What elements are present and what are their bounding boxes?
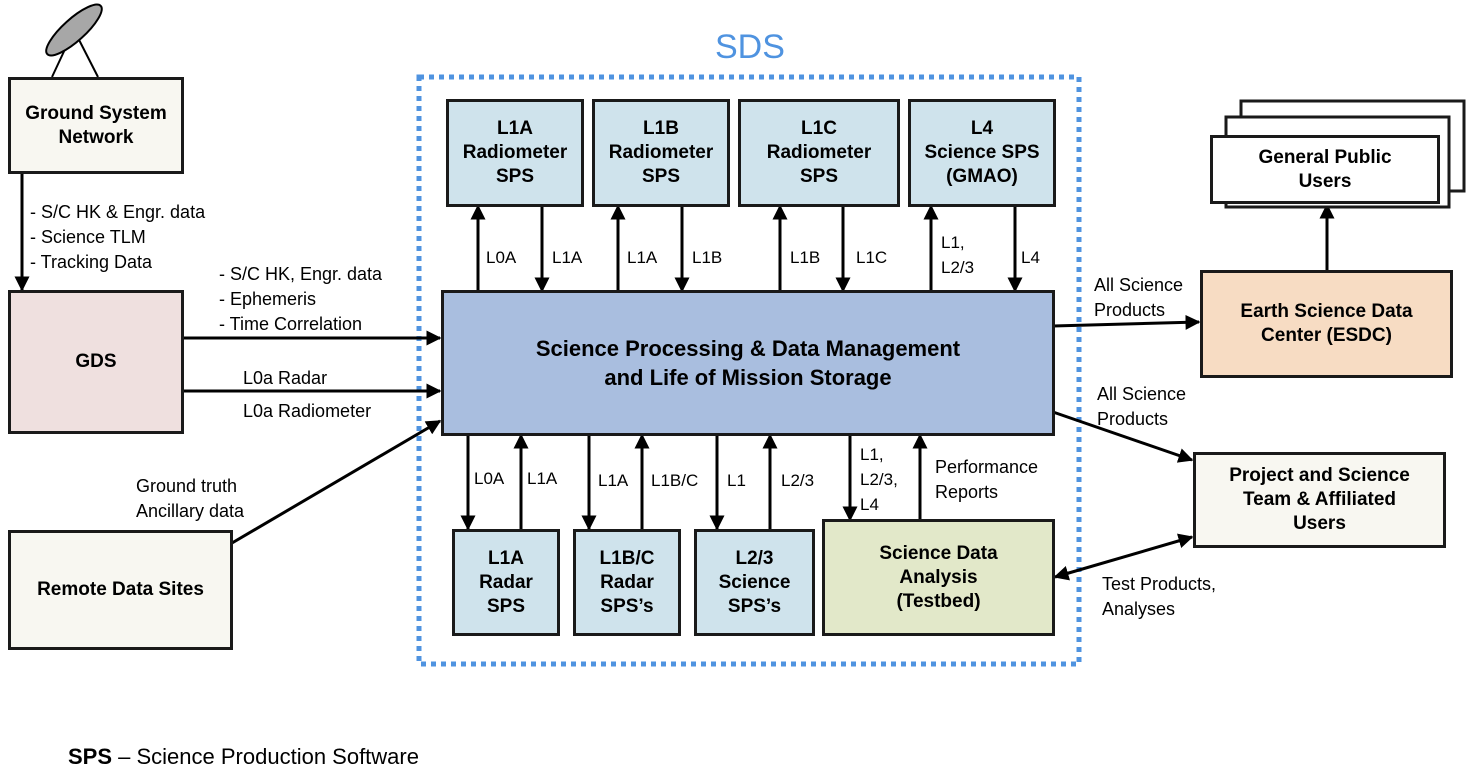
- sds-boundary: [416, 74, 1082, 667]
- arrow-core-to-project: [1052, 410, 1194, 463]
- ground-system-network-box: Ground System Network: [8, 77, 184, 174]
- label-top-l1c: L1C: [856, 248, 888, 267]
- legend-term: SPS: [68, 744, 113, 769]
- arrow-core-to-esdc: [1052, 314, 1201, 330]
- l1b-radiometer-sps-box: L1B Radiometer SPS: [592, 99, 730, 207]
- label-bottom-l1a-1: L1A: [527, 469, 558, 488]
- arrow-sda-project: [1053, 533, 1194, 581]
- label-bottom-l1: L1: [727, 471, 746, 490]
- core-processing-storage-box: Science Processing & Data Management and…: [441, 290, 1055, 436]
- remote-data-sites-box: Remote Data Sites: [8, 530, 233, 650]
- label-top-l0a: L0A: [486, 248, 517, 267]
- label-top-l1-l23: L1, L2/3: [941, 233, 975, 277]
- sds-title: SDS: [715, 28, 785, 66]
- l1bc-radar-sps-box: L1B/C Radar SPS’s: [573, 529, 681, 636]
- label-project-products: All Science Products: [1097, 384, 1187, 429]
- label-test-products: Test Products, Analyses: [1102, 574, 1217, 619]
- label-top-l4: L4: [1021, 248, 1040, 267]
- l1c-radiometer-sps-box: L1C Radiometer SPS: [738, 99, 900, 207]
- label-bottom-l1bc: L1B/C: [651, 471, 699, 490]
- label-bottom-l0a: L0A: [474, 469, 505, 488]
- label-esdc-products: All Science Products: [1094, 275, 1184, 320]
- l1a-radar-sps-box: L1A Radar SPS: [452, 529, 560, 636]
- satellite-dish-icon: [45, 3, 103, 78]
- label-gds-hk-data: - S/C HK, Engr. data - Ephemeris - Time …: [219, 264, 383, 334]
- label-top-l1b-1: L1B: [692, 248, 723, 267]
- label-bottom-l23: L2/3: [781, 471, 815, 490]
- label-performance-reports: Performance Reports: [935, 457, 1039, 502]
- l23-science-sps-box: L2/3 Science SPS’s: [694, 529, 815, 636]
- label-l0a-radar: L0a Radar: [243, 368, 328, 388]
- label-bottom-l1a-2: L1A: [598, 471, 629, 490]
- esdc-box: Earth Science Data Center (ESDC): [1200, 270, 1453, 378]
- label-l0a-radiometer: L0a Radiometer: [243, 401, 372, 421]
- gds-box: GDS: [8, 290, 184, 434]
- project-science-team-box: Project and Science Team & Affiliated Us…: [1193, 452, 1446, 548]
- science-data-analysis-box: Science Data Analysis (Testbed): [822, 519, 1055, 636]
- l1a-radiometer-sps-box: L1A Radiometer SPS: [446, 99, 584, 207]
- arrow-remote-to-core: [231, 419, 442, 545]
- label-top-l1a-1: L1A: [552, 248, 583, 267]
- l4-science-sps-box: L4 Science SPS (GMAO): [908, 99, 1056, 207]
- legend-definition: – Science Production Software: [112, 744, 419, 769]
- label-bottom-l1-l23-l4: L1, L2/3, L4: [860, 445, 898, 514]
- label-top-l1b-2: L1B: [790, 248, 821, 267]
- label-top-l1a-2: L1A: [627, 248, 658, 267]
- label-ground-truth: Ground truth Ancillary data: [136, 476, 245, 521]
- label-gsn-to-gds: - S/C HK & Engr. data - Science TLM - Tr…: [30, 202, 206, 272]
- legend: SPS – Science Production Software: [68, 744, 419, 770]
- general-public-users-box: General Public Users: [1210, 135, 1440, 204]
